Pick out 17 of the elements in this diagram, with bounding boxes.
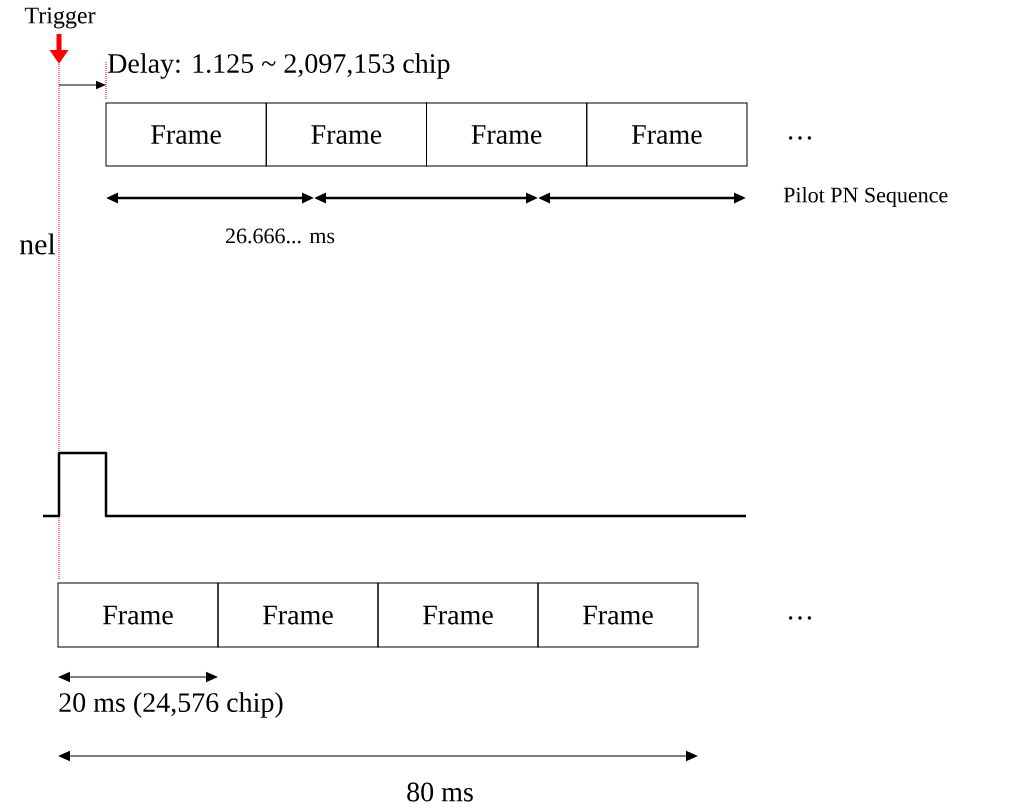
channel-label: nel (19, 233, 56, 255)
trigger-label: Trigger (24, 7, 96, 29)
frame-box: Frame (265, 102, 427, 167)
frame-box: Frame (105, 102, 267, 167)
frame-box: Frame (586, 102, 748, 167)
frame-box: Frame (217, 582, 379, 648)
frame-box: Frame (377, 582, 539, 648)
frame-box: Frame (537, 582, 699, 648)
sequence-label: Pilot PN Sequence (783, 187, 948, 207)
frame-box: Frame (57, 582, 219, 648)
total-duration-label: 80 ms (407, 782, 473, 802)
ellipsis: … (788, 136, 812, 140)
delay-label: Delay: 1.125 ~ 2,097,153 chip (108, 53, 450, 79)
frame-duration-label: 20 ms (24,576 chip) (59, 692, 283, 718)
frame-box: Frame (426, 102, 588, 167)
ellipsis: … (788, 616, 812, 620)
period-label: 26.666... ms (226, 228, 335, 244)
